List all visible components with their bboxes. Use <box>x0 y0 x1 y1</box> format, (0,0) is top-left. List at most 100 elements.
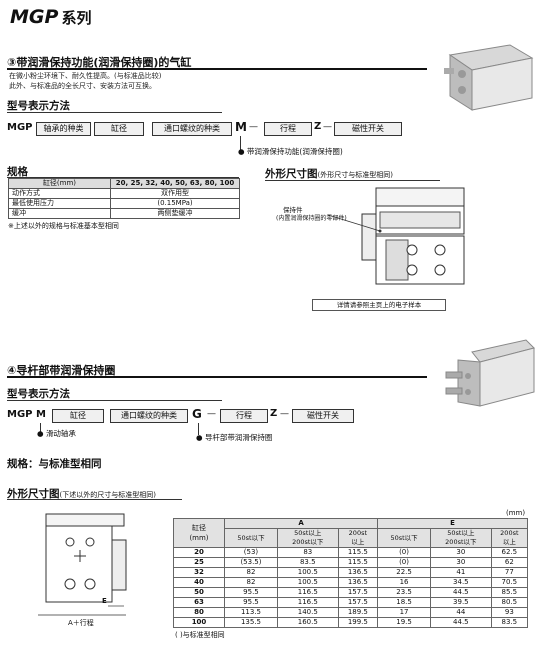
dim-cell: 95.5 <box>224 597 278 608</box>
dim-cell: 30 <box>430 557 492 568</box>
bore-cell: 40 <box>173 577 225 588</box>
dim-cell: 62.5 <box>490 547 529 558</box>
retainer-sublabel: (内置润滑保持圈的零部件) <box>276 215 347 222</box>
guided-cylinder-drawing <box>38 513 127 616</box>
model2-dash2: — <box>280 409 289 419</box>
model1-stroke-box: 行程 <box>264 122 312 136</box>
section2-dim-rule <box>7 499 182 500</box>
model2-prefix: MGP <box>7 409 33 420</box>
section1-model-rule <box>7 112 222 113</box>
dim-cell: 135.5 <box>224 617 278 628</box>
model2-dash1: — <box>207 409 216 419</box>
model2-leader-m <box>40 423 41 433</box>
dim-cell: 136.5 <box>337 577 379 588</box>
drawing-label-e: E <box>102 597 107 605</box>
dim-cell: (0) <box>377 547 432 558</box>
model1-letter-m: M <box>235 120 247 134</box>
dim-cell: 199.5 <box>337 617 379 628</box>
model1-note: ● 带润滑保持功能(润滑保持圈) <box>238 147 343 156</box>
section2-heading: ④导杆部带润滑保持圈 <box>7 364 116 377</box>
dim-cell: 30 <box>430 547 492 558</box>
dim-cell: 80.5 <box>490 597 529 608</box>
dim-cell: 17 <box>377 607 432 618</box>
section2-model-heading: 型号表示方法 <box>7 388 70 400</box>
section2-spec-line: 规格：与标准型相同 <box>7 458 102 470</box>
model2-port-box: 通口螺纹的种类 <box>110 409 188 423</box>
model2-leader-g <box>198 423 199 435</box>
dim-cell: 116.5 <box>276 587 339 598</box>
section2-dim-heading: 外形尺寸图(下述以外的尺寸与标准型相同) <box>7 488 156 500</box>
dim-cell: 16 <box>377 577 432 588</box>
dim-cell: 34.5 <box>430 577 492 588</box>
dim-cell: 85.5 <box>490 587 529 598</box>
dim-cell: 116.5 <box>276 597 339 608</box>
section1-desc2: 此外、与标准品的全长尺寸、安装方法可互换。 <box>9 82 156 90</box>
model2-letter-z: Z <box>270 408 278 419</box>
section2-rule <box>7 376 427 378</box>
bore-cell: 100 <box>173 617 225 628</box>
dim-cell: 189.5 <box>337 607 379 618</box>
spec-header-label: 缸径(mm) <box>8 178 111 189</box>
model2-note-m: ● 滑动轴承 <box>37 429 76 438</box>
model2-note-g: ● 导杆部带润滑保持圈 <box>196 433 273 442</box>
bore-cell: 63 <box>173 597 225 608</box>
dim-cell: 23.5 <box>377 587 432 598</box>
model2-letter-m: M <box>36 409 46 420</box>
dim-cell: 39.5 <box>430 597 492 608</box>
section1-spec-heading: 规格 <box>7 166 28 178</box>
spec-header-value: 20, 25, 32, 40, 50, 63, 80, 100 <box>110 178 240 189</box>
model1-switch-box: 磁性开关 <box>334 122 402 136</box>
section1-desc1: 在微小粉尘环境下、耐久性提高。(与标准品比较) <box>9 72 162 80</box>
table-header-bore: 缸径(mm) <box>173 518 225 548</box>
dim-cell: 83 <box>276 547 339 558</box>
dim-cell: 115.5 <box>337 547 379 558</box>
model1-leader-line <box>240 136 241 150</box>
dim-cell: 41 <box>430 567 492 578</box>
dim-cell: 157.5 <box>337 597 379 608</box>
dim-cell: 44.5 <box>430 617 492 628</box>
model1-bore-box: 缸径 <box>94 122 144 136</box>
bore-cell: 25 <box>173 557 225 568</box>
table-header-e: E <box>377 518 528 529</box>
drawing-label-a: A＋行程 <box>68 619 94 627</box>
spec-table: 缸径(mm)20, 25, 32, 40, 50, 63, 80, 100 动作… <box>8 178 240 219</box>
dim-cell: 140.5 <box>276 607 339 618</box>
dim-cell: 95.5 <box>224 587 278 598</box>
spec-row-label: 动作方式 <box>8 188 111 199</box>
dim-cell: 19.5 <box>377 617 432 628</box>
table-subheader: 50st以下 <box>377 528 432 548</box>
model2-switch-box: 磁性开关 <box>292 409 354 423</box>
bore-cell: 80 <box>173 607 225 618</box>
dim-cell: 83.5 <box>490 617 529 628</box>
guided-cylinder-product-image <box>445 339 535 407</box>
reference-note-box: 详情请参照主页上的电子样本 <box>312 299 446 311</box>
table-note: ( )与标准型相同 <box>175 631 225 639</box>
section1-dim-heading: 外形尺寸图(外形尺寸与标准型相同) <box>265 168 393 180</box>
dim-cell: 83.5 <box>276 557 339 568</box>
section2-model-rule <box>7 400 222 401</box>
dim-cell: 136.5 <box>337 567 379 578</box>
dim-cell: 93 <box>490 607 529 618</box>
dim-unit: (mm) <box>506 509 526 517</box>
model1-dash2: — <box>323 122 332 132</box>
dim-cell: 115.5 <box>337 557 379 568</box>
dim-cell: 160.5 <box>276 617 339 628</box>
model1-letter-z: Z <box>314 121 322 132</box>
spec-row-label: 最低使用压力 <box>8 198 111 209</box>
dim-cell: 62 <box>490 557 529 568</box>
dim-cell: 157.5 <box>337 587 379 598</box>
bore-cell: 20 <box>173 547 225 558</box>
dim-cell: 77 <box>490 567 529 578</box>
model2-bore-box: 缸径 <box>52 409 104 423</box>
retainer-label: 保持件 <box>283 206 303 214</box>
dim-cell: 22.5 <box>377 567 432 578</box>
